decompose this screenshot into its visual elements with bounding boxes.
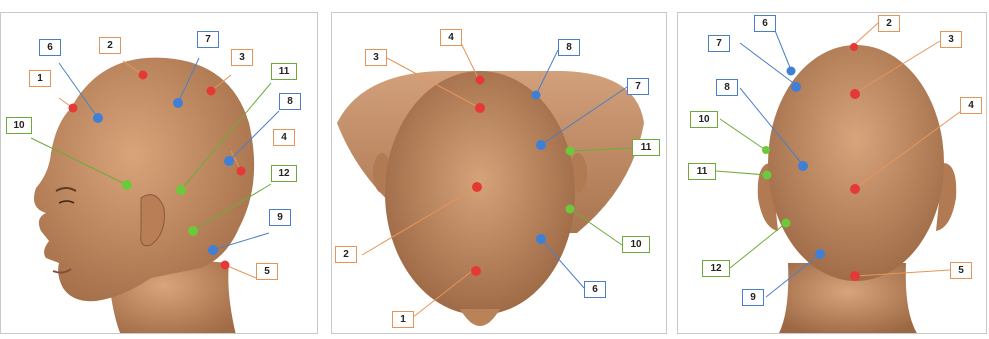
back-view-illustration — [678, 13, 987, 334]
callout-label-12: 12 — [271, 165, 297, 182]
callout-label-5: 5 — [256, 263, 278, 280]
back-callout-label-2: 2 — [878, 15, 900, 32]
nose-shape — [460, 309, 500, 326]
leader-line-back-11 — [716, 171, 767, 175]
callout-label-4: 4 — [273, 129, 295, 146]
back-callout-label-5: 5 — [950, 262, 972, 279]
electrode-blue-9 — [208, 245, 218, 255]
electrode-green-11 — [176, 185, 186, 195]
top-callout-label-4: 4 — [440, 29, 462, 46]
back-view-panel: 2 3 4 5 6 7 8 9 10 11 12 — [677, 12, 987, 334]
top-callout-label-2: 2 — [335, 246, 357, 263]
back-callout-label-9: 9 — [742, 289, 764, 306]
top-callout-label-6: 6 — [584, 281, 606, 298]
callout-label-1: 1 — [29, 70, 51, 87]
electrode-blue-7 — [536, 140, 546, 150]
electrode-red-5 — [221, 261, 230, 270]
electrode-green-10 — [762, 146, 770, 154]
electrode-blue-7 — [791, 82, 801, 92]
electrode-blue-8 — [224, 156, 234, 166]
electrode-red-4 — [237, 167, 246, 176]
electrode-green-12 — [782, 219, 791, 228]
back-callout-label-7: 7 — [708, 35, 730, 52]
electrode-red-4 — [850, 184, 860, 194]
electrode-red-1 — [471, 266, 481, 276]
callout-label-6: 6 — [39, 39, 61, 56]
callout-label-3: 3 — [231, 49, 253, 66]
top-callout-label-11: 11 — [632, 139, 660, 156]
electrode-red-4 — [476, 76, 485, 85]
top-callout-label-8: 8 — [558, 39, 580, 56]
side-view-panel: 1 2 3 4 5 6 7 8 9 10 11 12 — [0, 12, 318, 334]
top-callout-label-7: 7 — [627, 78, 649, 95]
back-callout-label-8: 8 — [716, 79, 738, 96]
electrode-blue-8 — [532, 91, 541, 100]
top-callout-label-3: 3 — [365, 49, 387, 66]
back-callout-label-12: 12 — [702, 260, 730, 277]
electrode-green-10 — [122, 180, 132, 190]
back-callout-label-3: 3 — [940, 31, 962, 48]
electrode-green-12 — [188, 226, 198, 236]
electrode-blue-6 — [93, 113, 103, 123]
top-callout-label-1: 1 — [392, 311, 414, 328]
top-callout-label-10: 10 — [622, 236, 650, 253]
electrode-green-11 — [763, 171, 772, 180]
back-callout-label-10: 10 — [690, 111, 718, 128]
electrode-red-3 — [475, 103, 485, 113]
leader-line-back-6 — [774, 28, 791, 70]
back-callout-label-11: 11 — [688, 163, 716, 180]
electrode-blue-7 — [173, 98, 183, 108]
electrode-red-2 — [850, 43, 858, 51]
callout-label-9: 9 — [269, 209, 291, 226]
callout-label-7: 7 — [197, 31, 219, 48]
electrode-red-2 — [472, 182, 482, 192]
back-callout-label-4: 4 — [960, 97, 982, 114]
top-view-panel: 1 2 3 4 6 7 8 10 11 — [331, 12, 667, 334]
electrode-blue-6 — [536, 234, 546, 244]
electrode-red-3 — [850, 89, 860, 99]
head-back-shape — [768, 45, 944, 281]
callout-label-10: 10 — [6, 117, 32, 134]
electrode-blue-8 — [798, 161, 808, 171]
electrode-blue-9 — [815, 249, 825, 259]
leader-line-back-10 — [720, 119, 764, 149]
electrode-green-11 — [566, 147, 575, 156]
callout-label-2: 2 — [99, 37, 121, 54]
electrode-red-5 — [850, 271, 860, 281]
electrode-red-3 — [207, 87, 216, 96]
leader-line-5 — [225, 265, 256, 278]
leader-line-back-12 — [730, 223, 786, 268]
leader-line-back-7 — [740, 43, 796, 85]
leader-line-back-2 — [854, 23, 878, 45]
electrode-red-2 — [139, 71, 148, 80]
callout-label-11: 11 — [271, 63, 297, 80]
back-callout-label-6: 6 — [754, 15, 776, 32]
callout-label-8: 8 — [279, 93, 301, 110]
electrode-red-1 — [69, 104, 78, 113]
electrode-blue-6 — [787, 67, 796, 76]
electrode-green-10 — [566, 205, 575, 214]
